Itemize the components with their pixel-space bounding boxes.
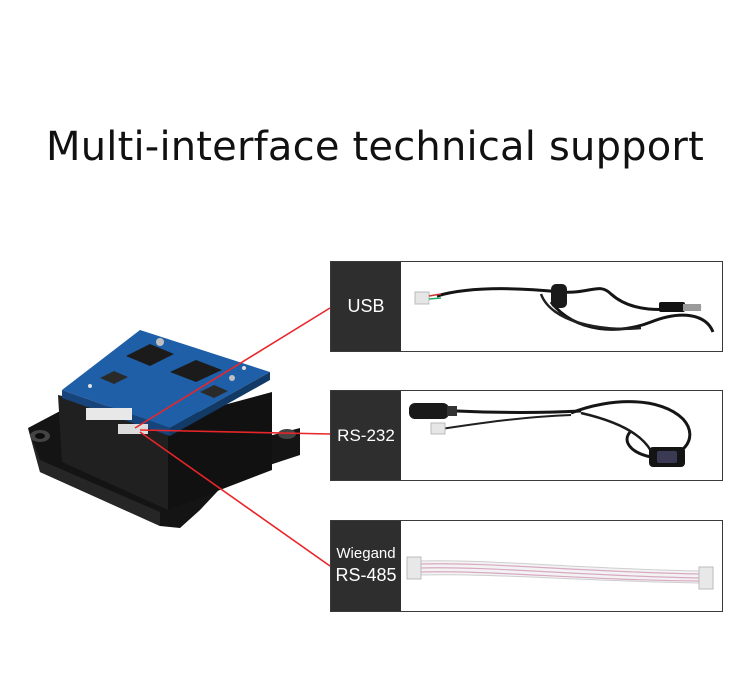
ribbon-cable-image bbox=[406, 556, 714, 590]
pointer-line-wiegand bbox=[139, 431, 331, 567]
interface-usb-label: USB bbox=[331, 262, 401, 351]
interface-usb: USB bbox=[330, 261, 723, 352]
page-title: Multi-interface technical support bbox=[46, 124, 704, 170]
interface-wiegand-rs485-label: Wiegand RS-485 bbox=[331, 521, 401, 611]
interface-rs232: RS-232 bbox=[330, 390, 723, 481]
pointer-line-rs232 bbox=[139, 429, 331, 435]
usb-cable-image bbox=[414, 284, 715, 333]
pointer-line-usb bbox=[134, 307, 331, 429]
interface-wiegand-rs485: Wiegand RS-485 bbox=[330, 520, 723, 612]
reader-module-image bbox=[28, 330, 300, 528]
rs232-cable-image bbox=[409, 400, 692, 467]
interface-rs232-label: RS-232 bbox=[331, 391, 401, 480]
